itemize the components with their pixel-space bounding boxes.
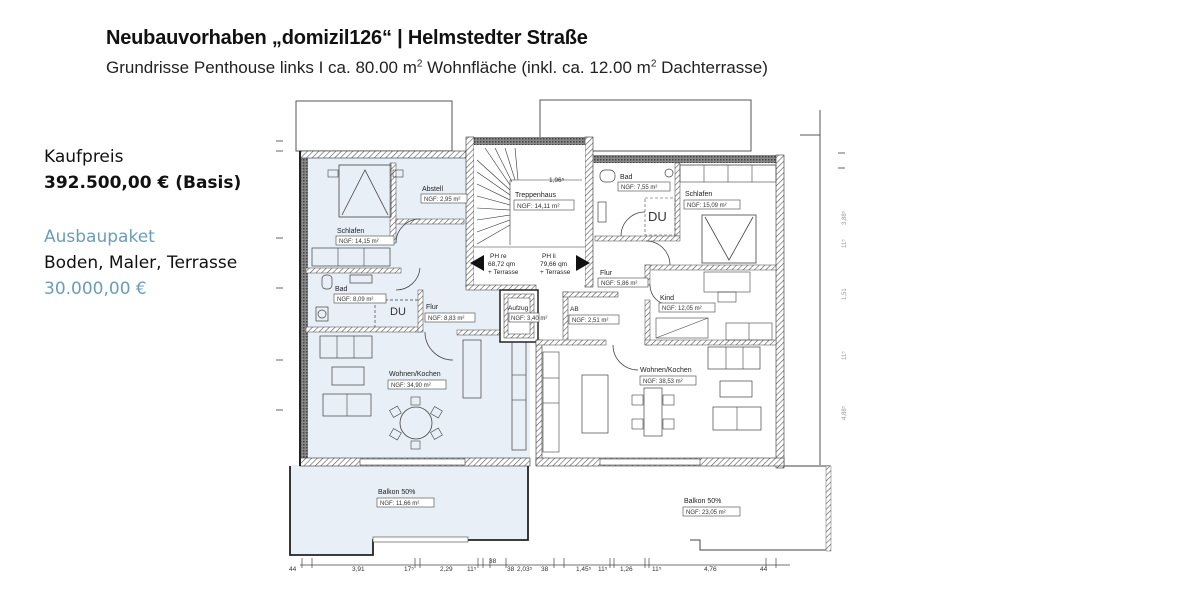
room-name: Wohnen/Kochen <box>389 371 441 378</box>
dim-label: 1,26 <box>620 566 633 573</box>
subtitle-part: Dachterrasse) <box>656 58 768 77</box>
dim-label: 11⁵ <box>598 566 608 573</box>
dim-label: 11⁵ <box>467 566 477 573</box>
unit-left-area: 68,72 qm <box>488 261 515 268</box>
room-area: NGF: 7,55 m² <box>621 185 657 191</box>
dim-label: 2,29 <box>440 566 453 573</box>
stair-core: 1,96⁵ Treppenhaus NGF: 14,11 m² PH re 68… <box>465 136 620 345</box>
unit-right-area: 79,66 qm <box>540 261 567 268</box>
bottom-dimension-line <box>300 558 790 568</box>
side-ticks <box>276 140 845 411</box>
room-area: NGF: 2,51 m² <box>572 318 608 324</box>
price-label: Kaufpreis <box>44 147 124 167</box>
room-name: Treppenhaus <box>515 192 556 199</box>
dim-label: 11⁵ <box>841 351 848 360</box>
subtitle-part: Wohnfläche (inkl. ca. 12.00 m <box>422 58 651 77</box>
dim-label: 38 <box>507 566 515 573</box>
room-name: Schlafen <box>685 191 712 198</box>
bottom-dimension-labels: 44 3,91 17⁵ 2,29 11⁵ 38 38 2,03⁵ 38 1,45… <box>289 558 768 573</box>
room-area: NGF: 8,09 m² <box>337 297 373 303</box>
page-title: Neubauvorhaben „domizil126“ | Helmstedte… <box>106 27 588 49</box>
room-area: NGF: 5,86 m² <box>601 281 637 287</box>
shower-label: DU <box>390 306 406 318</box>
dim-label: 17⁵ <box>404 566 414 573</box>
stair-dimension: 1,96⁵ <box>549 177 565 184</box>
dim-label: 38 <box>541 566 549 573</box>
room-area: NGF: 15,09 m² <box>687 203 727 209</box>
dim-label: 11⁵ <box>841 239 848 248</box>
dim-label: 38 <box>489 558 497 565</box>
dim-label: 3,88⁵ <box>841 210 848 225</box>
room-name: Abstell <box>422 186 443 193</box>
arrow-right-icon <box>576 255 590 271</box>
page-subtitle: Grundrisse Penthouse links I ca. 80.00 m… <box>106 58 768 78</box>
right-unit: DU <box>535 154 832 552</box>
package-label: Ausbaupaket <box>44 227 155 247</box>
unit-right-label: PH li <box>542 253 556 260</box>
unit-left-note: + Terrasse <box>488 269 519 276</box>
room-name: Bad <box>620 174 633 181</box>
room-name: Kind <box>660 295 674 302</box>
price-value: 392.500,00 € (Basis) <box>44 173 242 193</box>
superscript: 2 <box>650 58 657 70</box>
dim-label: 44 <box>760 566 768 573</box>
right-dimension-labels: 3,88⁵ 11⁵ 1,51 11⁵ 4,88⁵ <box>841 210 848 420</box>
room-name: Flur <box>426 304 439 311</box>
room-name: Wohnen/Kochen <box>640 367 692 374</box>
room-name: Bad <box>335 286 348 293</box>
subtitle-part: Grundrisse Penthouse links I ca. 80.00 m <box>106 58 417 77</box>
left-room-labels: Schlafen NGF: 14,15 m² Abstell NGF: 2,95… <box>333 186 476 508</box>
room-name: Balkon 50% <box>684 498 721 505</box>
dim-label: 4,76 <box>704 566 717 573</box>
room-name: Flur <box>600 270 613 277</box>
room-area: NGF: 14,15 m² <box>339 239 379 245</box>
room-name: Schlafen <box>337 228 364 235</box>
dim-label: 3,91 <box>352 566 365 573</box>
room-area: NGF: 38,53 m² <box>643 379 683 385</box>
dim-label: 11⁵ <box>652 566 662 573</box>
superscript: 2 <box>416 58 423 70</box>
right-room-labels: Bad NGF: 7,55 m² Schlafen NGF: 15,09 m² … <box>597 174 741 517</box>
dim-label: 4,88⁵ <box>841 405 848 420</box>
dim-label: 2,03⁵ <box>517 566 533 573</box>
unit-right-note: + Terrasse <box>540 269 571 276</box>
room-area: NGF: 8,83 m² <box>428 316 464 322</box>
dim-label: 44 <box>289 566 297 573</box>
shower-label: DU <box>648 209 667 224</box>
package-price: 30.000,00 € <box>44 279 147 299</box>
dim-label: 1,45⁵ <box>576 566 592 573</box>
room-name: AB <box>570 306 579 313</box>
dim-label: 1,51 <box>842 288 848 300</box>
arrow-left-icon <box>470 255 484 271</box>
room-area: NGF: 12,05 m² <box>662 306 702 312</box>
room-area: NGF: 23,05 m² <box>686 510 726 516</box>
room-name: Aufzug <box>508 305 529 312</box>
room-area: NGF: 3,40 m² <box>511 316 547 322</box>
room-area: NGF: 34,90 m² <box>391 383 431 389</box>
room-area: NGF: 14,11 m² <box>517 203 560 210</box>
package-items: Boden, Maler, Terrasse <box>44 253 238 273</box>
unit-left-label: PH re <box>490 253 507 260</box>
room-name: Balkon 50% <box>378 489 415 496</box>
room-area: NGF: 2,95 m² <box>424 197 460 203</box>
pricing-panel: Kaufpreis 392.500,00 € (Basis) Ausbaupak… <box>44 144 241 302</box>
room-area: NGF: 11,66 m² <box>380 501 419 507</box>
